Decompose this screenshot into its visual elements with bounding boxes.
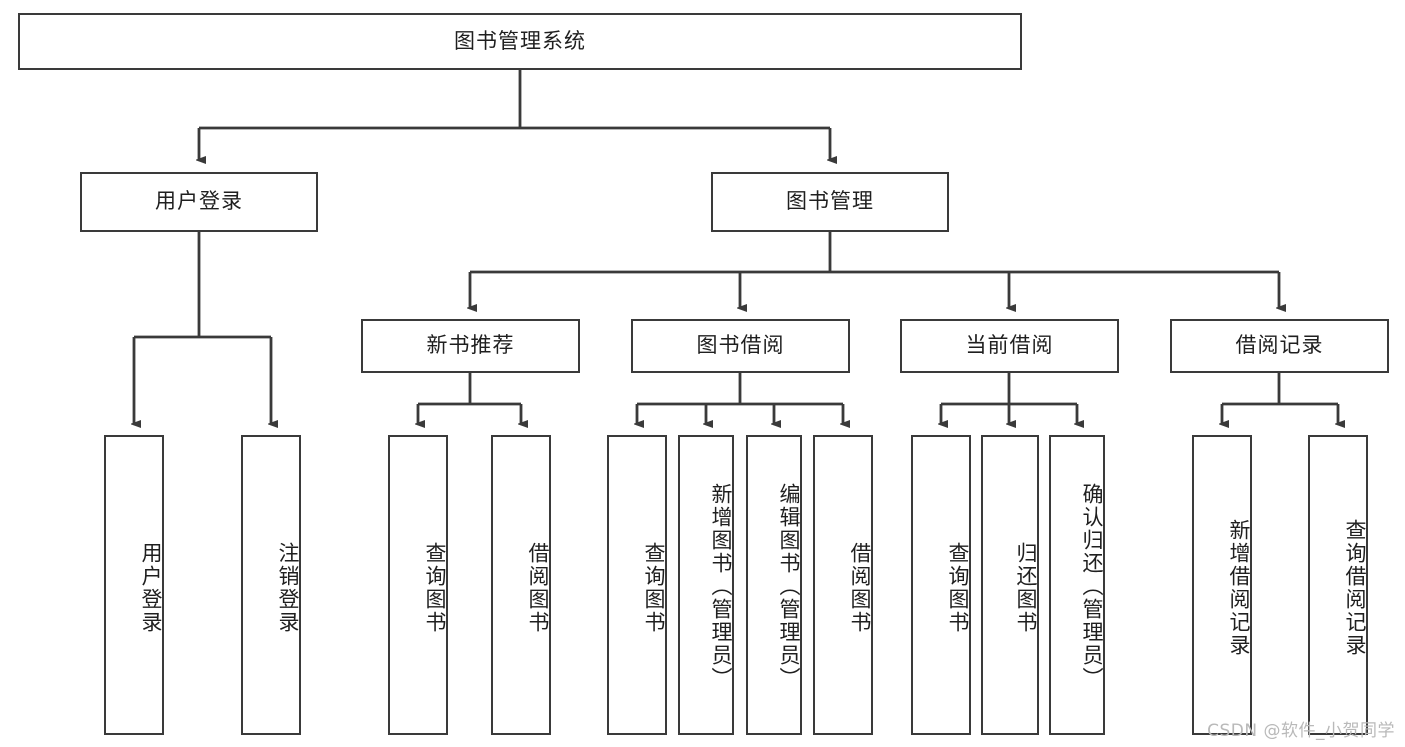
node-label: 借阅图书 (526, 542, 550, 634)
node-leaf-query-borrow-record[interactable]: 查询借阅记录 (1308, 435, 1368, 735)
node-leaf-user-login[interactable]: 用户登录 (104, 435, 164, 735)
node-leaf-return-book[interactable]: 归还图书 (981, 435, 1039, 735)
node-label: 查询图书 (642, 542, 666, 634)
node-book-manage[interactable]: 图书管理 (711, 172, 949, 232)
node-label: 注销登录 (276, 542, 300, 634)
node-new-book-recommend[interactable]: 新书推荐 (361, 319, 580, 373)
edge-newbook-to-leaves (418, 373, 521, 424)
node-label: 用户登录 (139, 542, 163, 634)
node-label: 新书推荐 (426, 333, 515, 358)
node-leaf-query-book-newbook[interactable]: 查询图书 (388, 435, 448, 735)
node-leaf-query-book-borrow[interactable]: 查询图书 (607, 435, 667, 735)
edge-borrowrecord-to-leaves (1222, 373, 1338, 424)
node-leaf-add-borrow-record[interactable]: 新增借阅记录 (1192, 435, 1252, 735)
node-leaf-edit-book-admin[interactable]: 编辑图书（管理员） (746, 435, 802, 735)
node-label: 新增图书（管理员） (709, 483, 733, 690)
edge-bookmanage-to-level3 (470, 232, 1279, 308)
node-label: 确认归还（管理员） (1080, 483, 1104, 690)
node-leaf-borrow-book-borrow[interactable]: 借阅图书 (813, 435, 873, 735)
node-leaf-borrow-book-newbook[interactable]: 借阅图书 (491, 435, 551, 735)
node-label: 图书借阅 (696, 333, 785, 358)
node-current-borrow[interactable]: 当前借阅 (900, 319, 1119, 373)
node-label: 归还图书 (1014, 542, 1038, 634)
edge-root-to-level2 (199, 70, 830, 160)
node-label: 用户登录 (155, 189, 243, 214)
node-label: 新增借阅记录 (1227, 519, 1251, 657)
node-leaf-user-logout[interactable]: 注销登录 (241, 435, 301, 735)
node-label: 查询图书 (423, 542, 447, 634)
node-label: 查询图书 (946, 542, 970, 634)
edge-bookborrow-to-leaves (637, 373, 843, 424)
node-label: 借阅图书 (848, 542, 872, 634)
node-book-management-system[interactable]: 图书管理系统 (18, 13, 1022, 70)
node-leaf-add-book-admin[interactable]: 新增图书（管理员） (678, 435, 734, 735)
watermark-text: CSDN @软件_小贺同学 (1207, 721, 1395, 741)
node-label: 当前借阅 (965, 333, 1054, 358)
node-leaf-confirm-return-admin[interactable]: 确认归还（管理员） (1049, 435, 1105, 735)
node-label: 图书管理 (786, 189, 874, 214)
node-label: 查询借阅记录 (1343, 519, 1367, 657)
node-label: 借阅记录 (1235, 333, 1324, 358)
node-user-login[interactable]: 用户登录 (80, 172, 318, 232)
edge-currentborrow-to-leaves (941, 373, 1077, 424)
node-leaf-query-book-current[interactable]: 查询图书 (911, 435, 971, 735)
node-book-borrow[interactable]: 图书借阅 (631, 319, 850, 373)
node-label: 图书管理系统 (454, 28, 586, 53)
node-borrow-record[interactable]: 借阅记录 (1170, 319, 1389, 373)
edge-userlogin-to-leaves (134, 232, 271, 424)
node-label: 编辑图书（管理员） (777, 483, 801, 690)
